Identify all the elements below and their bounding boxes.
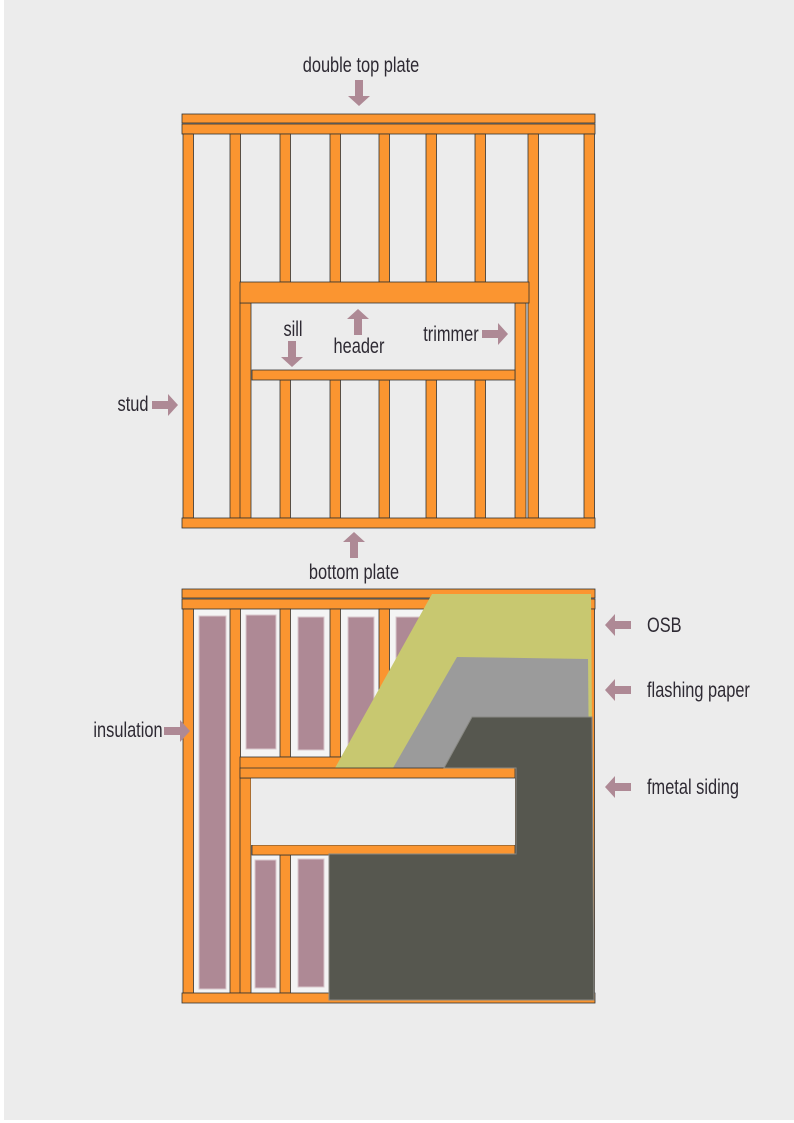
header-lower-edge [239,767,516,779]
header [239,281,530,304]
cripple-stud-lower [425,379,437,519]
insulation-batt [254,859,277,989]
sheathed-wall-bottom [181,588,596,1004]
stud [182,133,194,519]
label-osb: OSB [647,613,682,636]
label-header: header [333,334,384,357]
cripple-stud-lower [329,379,341,519]
label-stud: stud [118,392,149,415]
cripple-stud-lower [279,379,291,519]
insulation-batt [297,616,325,751]
cripple-stud-upper [329,608,341,758]
cripple-stud-lower [378,379,390,519]
bottom-plate [181,517,596,529]
cripple-stud-upper [378,133,390,283]
insulation-arrow-icon [164,720,190,742]
stud [182,608,194,994]
double-top-plate-arrow-icon [348,80,370,106]
cripple-stud-upper [329,133,341,283]
label-metal-siding: fmetal siding [647,775,739,798]
sill [251,369,516,381]
stud-arrow-icon [152,394,178,416]
top-plate [181,113,596,124]
metal-siding-arrow-icon [605,776,631,798]
label-trimmer: trimmer [423,322,478,345]
label-sill: sill [283,317,302,340]
insulation-batt [297,858,325,988]
cripple-stud-lower [279,854,291,994]
label-flashing-paper: flashing paper [647,678,750,701]
cripple-stud-upper [425,133,437,283]
trimmer-left [239,302,252,519]
trimmer-right [514,302,527,519]
sill-arrow-icon [281,341,303,367]
header-arrow-icon [347,309,369,335]
top-plate-second [181,123,596,135]
stud [527,133,539,519]
labels: double top plate sill header trimmer stu… [93,53,749,798]
cripple-stud-lower [474,379,486,519]
flashing-paper-arrow-icon [605,679,631,701]
cripple-stud-upper [279,608,291,758]
label-bottom-plate: bottom plate [309,560,399,583]
insulation-batt [245,614,277,750]
framed-wall-top [181,113,596,529]
stud [229,608,241,994]
stud [583,133,595,519]
label-double-top-plate: double top plate [303,53,420,76]
bottom-plate-arrow-icon [343,532,365,558]
top-plate [181,588,596,599]
trimmer-arrow-icon [482,323,508,345]
insulation-batt [198,615,227,990]
window-opening [251,778,515,845]
stud [229,133,241,519]
arrows [152,80,631,798]
metal-siding [328,716,595,1001]
cripple-stud-upper [474,133,486,283]
wall-framing-diagram: double top plate sill header trimmer stu… [4,0,794,1120]
trimmer-left [239,777,252,994]
osb-arrow-icon [605,614,631,636]
cripple-stud-upper [279,133,291,283]
label-insulation: insulation [93,718,162,741]
